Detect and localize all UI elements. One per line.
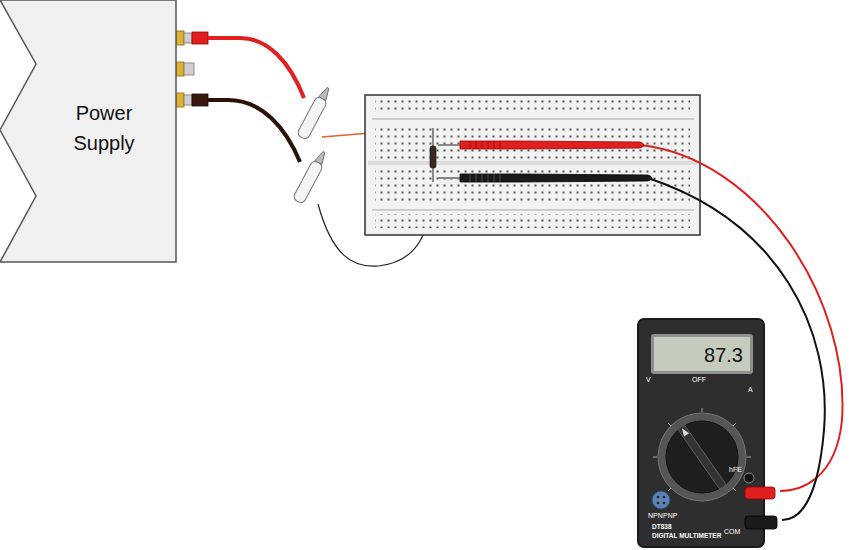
dial-label: hFE <box>729 466 742 474</box>
dial-label: A <box>748 386 753 394</box>
dial-label: COM <box>724 528 740 536</box>
dial-label: OFF <box>692 376 706 384</box>
brand-label: DIGITAL MULTIMETER <box>652 532 721 540</box>
model-label: DT838 <box>652 523 672 531</box>
dial-label: PNP <box>663 512 677 520</box>
lcd-display: 87.3 <box>651 334 753 374</box>
display-reading: 87.3 <box>704 343 743 367</box>
device-label: Power Supply <box>52 98 156 158</box>
dial-label: V <box>646 376 651 384</box>
dial-label: NPN <box>648 512 663 520</box>
power-supply-box: Power Supply <box>0 0 177 262</box>
power-supply-box-outline <box>0 0 177 262</box>
